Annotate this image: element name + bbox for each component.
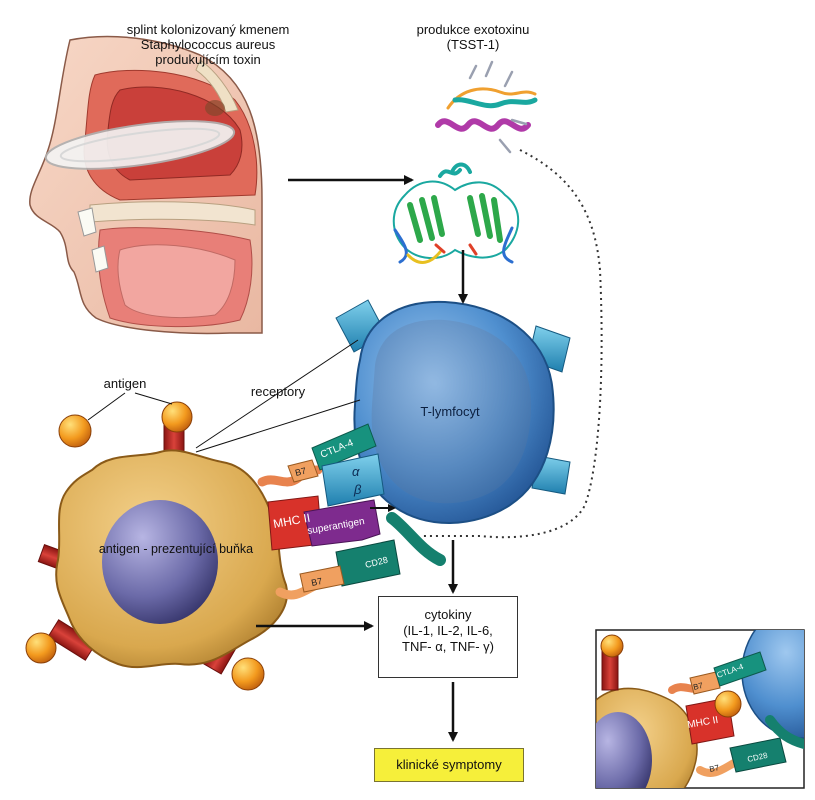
cytokines-title: cytokiny [424,607,472,622]
t-lymphocyte-cell [353,300,555,524]
cytokines-box: cytokiny (IL-1, IL-2, IL-6, TNF- α, TNF-… [378,596,518,678]
inset-synapse-detail: B7 CTLA-4 MHC II CD28 B7 [595,629,805,789]
label-b7-bottom: B7 [310,576,323,588]
nasal-anatomy-illustration [29,35,263,335]
label-apc: antigen - prezentující buňka [98,542,254,556]
inset-label-cd28: CD28 [747,751,769,764]
label-splint-line-2: Staphylococcus aureus [140,37,276,52]
clinical-symptoms-box: klinické symptomy [374,748,524,782]
label-antigen: antigen [103,376,147,391]
label-b7-top: B7 [294,466,307,478]
tsst1-protein-illustration [392,60,538,264]
antigen-particles [25,401,265,691]
label-splint-line-3: produkujícím toxin [155,52,261,67]
label-receptory: receptory [250,384,306,399]
molecule-labels: B7 CTLA-4 MHC II α β superantigen CD28 B… [272,438,389,588]
label-t-lymfocyt: T-lymfocyt [420,404,480,419]
label-mhc: MHC II [272,511,311,531]
label-beta: β [353,482,362,497]
antigen-presenting-cell [55,449,288,669]
label-splint-line-1: splint kolonizovaný kmenem [126,22,290,37]
label-splint: splint kolonizovaný kmenem Staphylococcu… [108,22,308,67]
label-exotoxin: produkce exotoxinu (TSST-1) [393,22,553,52]
cytokines-line-1: (IL-1, IL-2, IL-6, [403,623,493,638]
cytokines-line-2: TNF- α, TNF- γ) [402,639,494,654]
label-alpha: α [352,464,360,479]
leader-lines [87,339,361,453]
label-exotoxin-line-2: (TSST-1) [446,37,500,52]
inset-label-b7-bottom: B7 [709,763,721,774]
inset-label-mhc: MHC II [687,715,720,731]
dotted-superantigen-path [420,149,603,539]
synapse-molecules [257,423,446,600]
inset-label-b7-top: B7 [692,681,704,692]
label-exotoxin-line-1: produkce exotoxinu [416,22,530,37]
flow-arrows [256,175,468,742]
